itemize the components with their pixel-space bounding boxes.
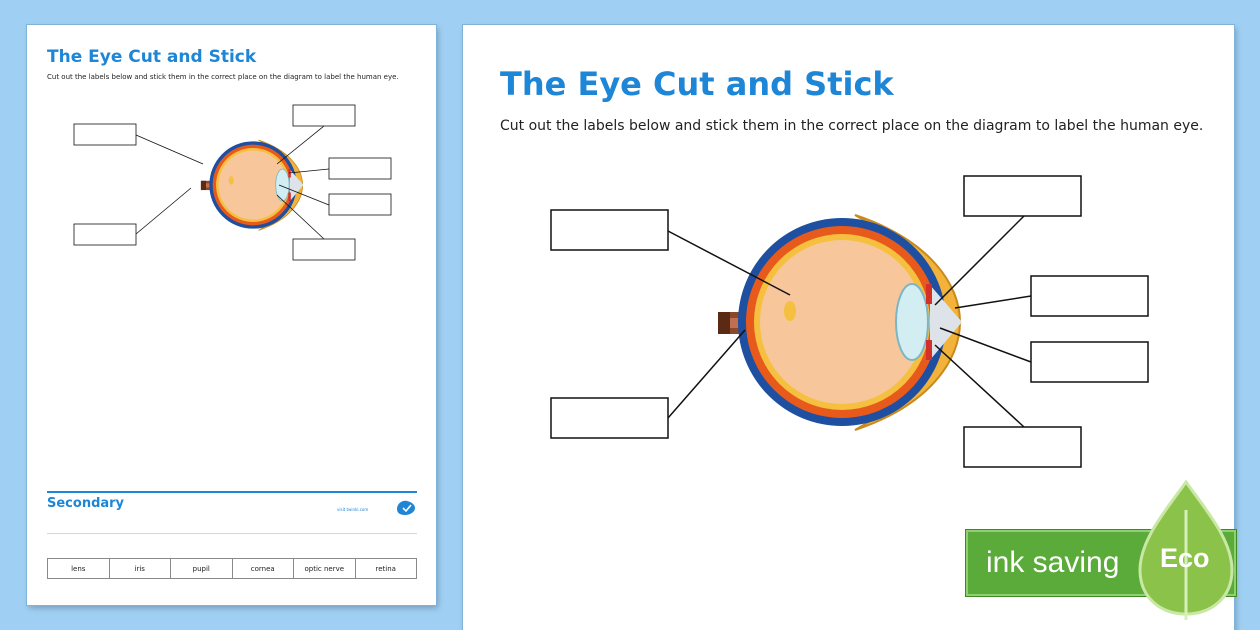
label-boxes xyxy=(73,104,392,261)
twinkl-logo-icon xyxy=(397,500,415,515)
cut-out-label-pupil: pupil xyxy=(171,559,233,578)
page-title-large: The Eye Cut and Stick xyxy=(500,65,894,103)
eye-diagram-large xyxy=(550,175,1149,468)
cut-out-labels-strip: lens iris pupil cornea optic nerve retin… xyxy=(47,558,417,579)
cut-out-label-lens: lens xyxy=(48,559,110,578)
leader-lines xyxy=(135,125,330,240)
worksheet-page-thumbnail: The Eye Cut and Stick Cut out the labels… xyxy=(27,25,436,605)
brand-url: visit twinkl.com xyxy=(337,507,369,512)
worksheet-page-zoomed: The Eye Cut and Stick Cut out the labels… xyxy=(463,25,1234,630)
level-label: Secondary xyxy=(47,496,125,511)
eco-label: Eco xyxy=(1160,543,1210,573)
leader-lines-large xyxy=(667,215,1032,428)
brand-logo: visit twinkl.com xyxy=(337,499,419,519)
instructions-text: Cut out the labels below and stick them … xyxy=(47,73,399,81)
eye-illustration xyxy=(200,139,304,231)
level-divider xyxy=(47,491,417,493)
eco-banner-text: ink saving xyxy=(986,546,1120,579)
cut-out-label-retina: retina xyxy=(375,564,396,573)
cut-divider xyxy=(47,533,417,534)
instructions-text-large: Cut out the labels below and stick them … xyxy=(500,118,1204,134)
cut-out-label-optic-nerve: optic nerve xyxy=(294,559,356,578)
eye-diagram xyxy=(73,104,392,261)
eye-illustration-large xyxy=(718,214,962,431)
page-title: The Eye Cut and Stick xyxy=(47,47,257,67)
leaf-icon xyxy=(1138,480,1234,620)
cut-out-label-cornea: cornea xyxy=(233,559,294,578)
label-boxes-large xyxy=(550,175,1149,468)
cut-out-label-iris: iris xyxy=(110,559,171,578)
